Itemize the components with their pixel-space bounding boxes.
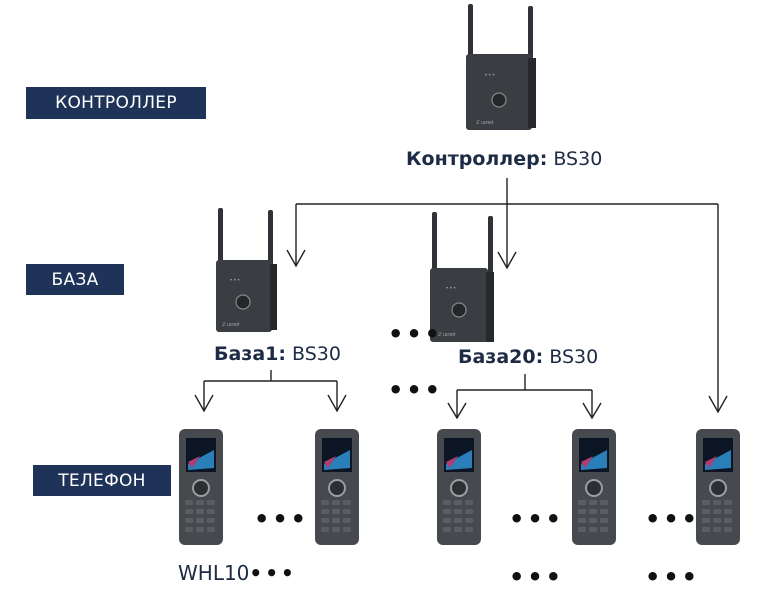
- svg-text:• • •: • • •: [230, 278, 240, 284]
- base1-model: BS30: [292, 343, 341, 365]
- arrow-phone3-icon: [447, 402, 467, 420]
- phone-model: WHL10: [178, 561, 250, 585]
- phone-ellipsis-5: •••: [645, 563, 701, 591]
- arrow-phone4-icon: [582, 402, 602, 420]
- controller-model: BS30: [553, 148, 603, 170]
- phone-model-label: WHL10•••: [178, 561, 297, 585]
- base-ellipsis-2: •••: [388, 376, 444, 404]
- phone-handset-icon: [437, 429, 481, 545]
- base1-label: База1: BS30: [214, 343, 341, 365]
- phone-ellipsis-2: •••: [509, 505, 565, 533]
- base20-label: База20: BS30: [458, 346, 598, 368]
- tier-phone-text: ТЕЛЕФОН: [58, 470, 146, 491]
- svg-text:ℤ ucnet: ℤ ucnet: [476, 120, 494, 126]
- arrow-phone5-icon: [708, 395, 728, 414]
- arrow-base20-icon: [497, 251, 517, 270]
- svg-text:• • •: • • •: [446, 286, 456, 292]
- phone-handset-icon: [315, 429, 359, 545]
- base1-role: База1:: [214, 343, 286, 365]
- base20-role: База20:: [458, 346, 544, 368]
- phone-ellipsis-1: •••: [254, 505, 310, 533]
- phone-handset-icon: [572, 429, 616, 545]
- phone-handset-icon: [179, 429, 223, 545]
- tier-controller-text: КОНТРОЛЛЕР: [55, 93, 177, 113]
- base1-device-icon: • • • ℤ ucnet: [216, 208, 277, 332]
- base-ellipsis: •••: [388, 320, 444, 348]
- svg-text:ℤ ucnet: ℤ ucnet: [222, 322, 240, 328]
- tier-phone-badge: ТЕЛЕФОН: [33, 465, 171, 496]
- arrow-base1-icon: [286, 249, 306, 268]
- phone-ellipsis-3: •••: [645, 505, 701, 533]
- base20-model: BS30: [549, 346, 599, 368]
- phone-ellipsis-4: •••: [509, 563, 565, 591]
- phone-model-ellipsis: •••: [249, 561, 297, 585]
- arrow-phone2-icon: [327, 394, 347, 413]
- base20-device-icon: • • • ℤ ucnet: [430, 212, 494, 342]
- tier-base-badge: БАЗА: [26, 264, 124, 295]
- tier-controller-badge: КОНТРОЛЛЕР: [26, 87, 206, 119]
- phone-handset-icon: [696, 429, 740, 545]
- controller-label: Контроллер: BS30: [406, 148, 602, 170]
- controller-device-icon: • • • ℤ ucnet: [466, 4, 536, 130]
- arrow-phone1-icon: [194, 394, 214, 413]
- controller-role: Контроллер:: [406, 148, 548, 170]
- tier-base-text: БАЗА: [51, 269, 99, 290]
- svg-text:ℤ ucnet: ℤ ucnet: [438, 332, 456, 338]
- svg-text:• • •: • • •: [485, 73, 495, 79]
